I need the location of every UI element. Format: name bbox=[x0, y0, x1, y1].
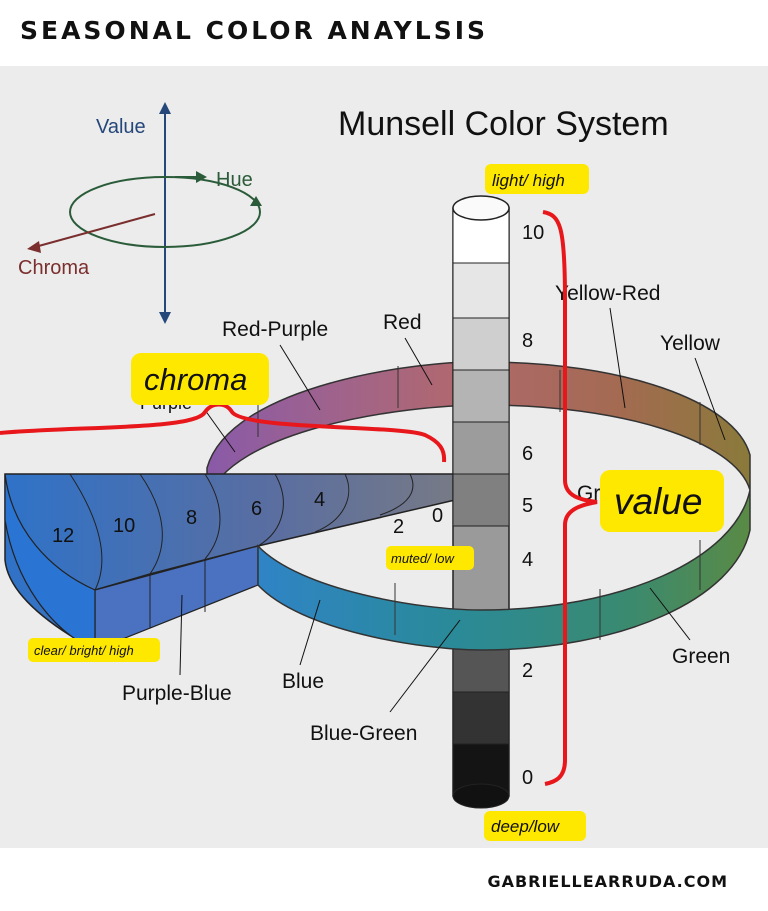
chroma-tag: chroma bbox=[144, 362, 247, 397]
chroma-bracket bbox=[0, 402, 447, 463]
muted-low-tag: muted/ low bbox=[391, 551, 455, 566]
chroma-tick: 0 bbox=[432, 505, 443, 527]
hue-label-green: Green bbox=[672, 645, 730, 668]
page-title: SEASONAL COLOR ANAYLSIS bbox=[20, 16, 489, 45]
chroma-tick: 4 bbox=[314, 489, 325, 511]
hue-ring-front bbox=[257, 489, 751, 651]
hue-label-red-purple: Red-Purple bbox=[222, 318, 328, 341]
value-tick: 10 bbox=[522, 222, 544, 244]
value-column bbox=[452, 195, 510, 809]
chroma-tick: 8 bbox=[186, 507, 197, 529]
axis-legend: Value Hue Chroma bbox=[18, 102, 262, 324]
value-scale: 10 8 6 5 4 2 0 bbox=[522, 222, 544, 789]
chroma-wedge bbox=[4, 473, 456, 652]
clear-bright-tag: clear/ bright/ high bbox=[34, 643, 134, 658]
legend-hue-label: Hue bbox=[216, 169, 253, 191]
legend-value-label: Value bbox=[96, 116, 146, 138]
deep-low-tag-bg bbox=[484, 811, 586, 841]
hue-label-purple-blue: Purple-Blue bbox=[122, 682, 232, 705]
chroma-tick: 6 bbox=[251, 498, 262, 520]
annotation-brackets bbox=[0, 210, 598, 786]
hue-circle bbox=[69, 176, 261, 248]
chroma-arrow-icon bbox=[27, 241, 41, 253]
chroma-tag-bg bbox=[131, 353, 269, 405]
chroma-tick: 2 bbox=[393, 516, 404, 538]
value-bracket bbox=[542, 210, 598, 786]
chroma-tick: 12 bbox=[52, 525, 74, 547]
value-tick: 8 bbox=[522, 330, 533, 352]
value-tick: 6 bbox=[522, 443, 533, 465]
hue-arrow-icon bbox=[196, 171, 207, 183]
value-axis-arrow-icon bbox=[159, 102, 171, 114]
diagram-panel: Value Hue Chroma Munsell Color System bbox=[0, 66, 768, 848]
hue-arrow-small-icon bbox=[250, 196, 262, 206]
legend-chroma-label: Chroma bbox=[18, 257, 90, 279]
value-tag: value bbox=[614, 481, 702, 522]
light-high-tag: light/ high bbox=[492, 171, 565, 190]
hue-label-blue-green: Blue-Green bbox=[310, 722, 417, 745]
value-tick: 0 bbox=[522, 767, 533, 789]
munsell-diagram: Value Hue Chroma Munsell Color System bbox=[0, 102, 751, 841]
hue-label-yellow: Yellow bbox=[660, 332, 721, 355]
chroma-scale: 12 10 8 6 4 2 0 bbox=[52, 489, 443, 547]
hue-label-blue: Blue bbox=[282, 670, 324, 693]
chroma-tick: 10 bbox=[113, 515, 135, 537]
value-tick: 2 bbox=[522, 660, 533, 682]
footer-site[interactable]: GABRIELLEARRUDA.COM bbox=[487, 872, 728, 891]
value-tag-bg bbox=[600, 470, 724, 532]
clear-bright-tag-bg bbox=[28, 638, 160, 662]
hue-label-red: Red bbox=[383, 311, 422, 334]
header-bar: SEASONAL COLOR ANAYLSIS bbox=[0, 0, 768, 66]
value-tick: 5 bbox=[522, 495, 533, 517]
chroma-axis-line bbox=[34, 213, 156, 248]
value-axis-arrow-down-icon bbox=[159, 312, 171, 324]
light-high-tag-bg bbox=[485, 164, 589, 194]
diagram-title: Munsell Color System bbox=[338, 105, 669, 143]
value-tick: 4 bbox=[522, 549, 533, 571]
highlight-tags: light/ high deep/low muted/ low clear/ b… bbox=[28, 164, 724, 841]
hue-label-yellow-red: Yellow-Red bbox=[555, 282, 660, 305]
deep-low-tag: deep/low bbox=[491, 817, 561, 836]
muted-low-tag-bg bbox=[386, 546, 474, 570]
footer-bar: GABRIELLEARRUDA.COM bbox=[0, 848, 768, 911]
